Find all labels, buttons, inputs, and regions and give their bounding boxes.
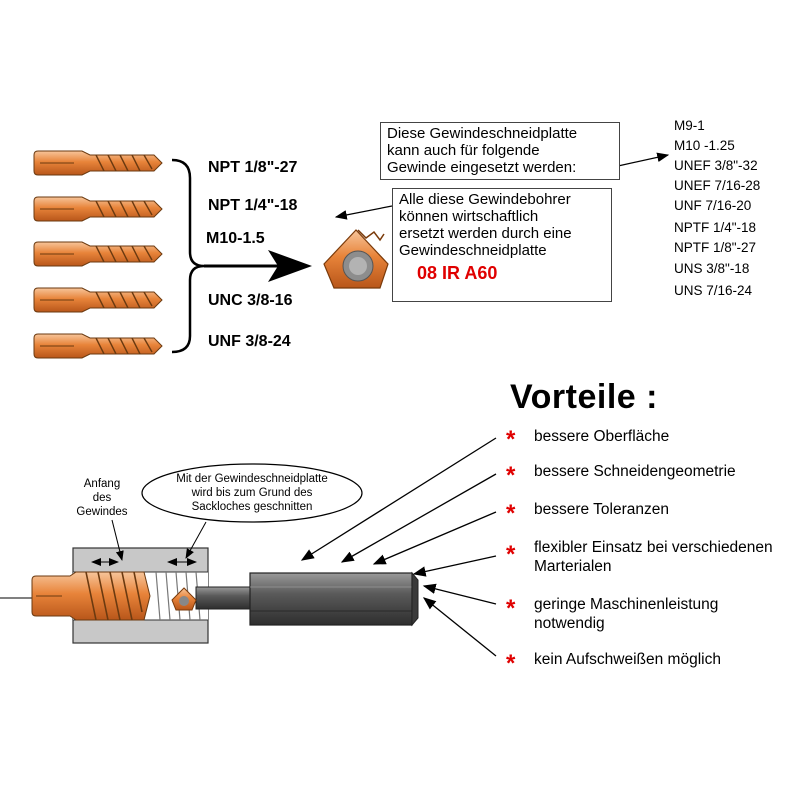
insert-icon — [323, 229, 389, 289]
advantage-item-6: kein Aufschweißen möglich — [534, 651, 721, 668]
thread-list-item: NPTF 1/4"-18 — [674, 220, 757, 235]
advantage-item-5-line-2: notwendig — [534, 615, 605, 632]
thread-label-unc: UNC 3/8-16 — [208, 292, 293, 309]
thread-start-line-2: des — [92, 492, 112, 504]
thread-label-unf: UNF 3/8-24 — [208, 333, 291, 350]
thread-list-item: M10 -1.25 — [674, 138, 735, 153]
thread-label-m10: M10-1.5 — [206, 230, 265, 247]
thread-list-item: M9-1 — [674, 118, 705, 133]
thread-start-callout: Anfang des Gewindes — [72, 477, 132, 519]
asterisk-icon: * — [506, 462, 516, 489]
thread-list-item: UNS 3/8"-18 — [674, 261, 750, 276]
thread-list-item: UNEF 3/8"-32 — [674, 158, 758, 173]
tool-insert-icon — [171, 587, 197, 611]
tap-1 — [33, 150, 163, 176]
callout-ellipse — [141, 463, 363, 523]
insert-replacement-box: Alle diese Gewindebohrer können wirtscha… — [392, 188, 612, 302]
thread-list-item: UNS 7/16-24 — [674, 283, 753, 298]
advantage-item-1: bessere Oberfläche — [534, 428, 670, 445]
asterisk-icon: * — [506, 426, 516, 453]
curly-brace — [171, 158, 205, 354]
big-arrow-head — [268, 250, 312, 282]
tap-3 — [33, 241, 163, 267]
advantage-item-4-line-2: Marterialen — [534, 558, 612, 575]
thread-list-item: UNEF 7/16-28 — [674, 178, 761, 193]
tap-in-hole — [31, 571, 151, 621]
ellipse-line-2: wird bis zum Grund des — [191, 487, 313, 499]
insert-box-line-4: Gewindeschneidplatte — [399, 242, 547, 259]
tap-2 — [33, 196, 163, 222]
asterisk-icon: * — [506, 650, 516, 677]
thread-label-npt-1-4: NPT 1/4"-18 — [208, 197, 298, 214]
insert-code: 08 IR A60 — [417, 263, 498, 283]
advantage-item-4-line-1: flexibler Einsatz bei verschiedenen — [534, 539, 773, 556]
ellipse-line-3: Sackloches geschnitten — [191, 501, 313, 513]
note-box: Diese Gewindeschneidplatte kann auch für… — [380, 122, 620, 180]
advantages-title: Vorteile : — [510, 378, 658, 416]
asterisk-icon: * — [506, 595, 516, 622]
ellipse-callout-text: Mit der Gewindeschneidplatte wird bis zu… — [152, 472, 352, 514]
thread-start-line-3: Gewindes — [76, 506, 128, 518]
advantage-item-3: bessere Toleranzen — [534, 501, 669, 518]
thread-start-line-1: Anfang — [83, 478, 121, 490]
asterisk-icon: * — [506, 500, 516, 527]
insert-box-line-2: können wirtschaftlich — [399, 208, 539, 225]
ellipse-line-1: Mit der Gewindeschneidplatte — [176, 473, 328, 485]
thread-label-npt-1-8: NPT 1/8"-27 — [208, 159, 298, 176]
thread-list-item: NPTF 1/8"-27 — [674, 240, 757, 255]
asterisk-icon: * — [506, 541, 516, 568]
advantage-item-5-line-1: geringe Maschinenleistung — [534, 596, 719, 613]
advantage-arrows — [300, 437, 497, 657]
insert-box-line-1: Alle diese Gewindebohrer — [399, 191, 571, 208]
note-box-line-2: kann auch für folgende — [387, 142, 540, 159]
tap-5 — [33, 333, 163, 359]
tool-holder — [195, 571, 419, 627]
note-box-line-3: Gewinde eingesetzt werden: — [387, 159, 577, 176]
tap-drawings — [33, 150, 163, 359]
insert-box-line-3: ersetzt werden durch eine — [399, 225, 572, 242]
note-box-line-1: Diese Gewindeschneidplatte — [387, 125, 578, 142]
thread-list-item: UNF 7/16-20 — [674, 198, 752, 213]
tap-4 — [33, 287, 163, 313]
advantage-item-2: bessere Schneidengeometrie — [534, 463, 736, 480]
